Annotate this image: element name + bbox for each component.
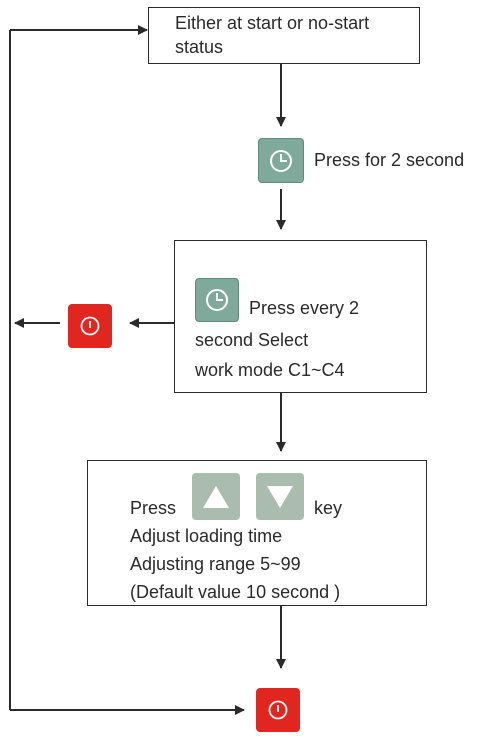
start-status-box: Either at start or no-start status [148,7,420,64]
adjust-key-label: key [314,498,343,518]
mode-line2: second Select [195,330,309,350]
adjust-line4: (Default value 10 second ) [130,582,341,602]
adjust-press-label: Press [130,498,177,518]
up-key[interactable] [192,473,240,520]
work-mode-box: Press every 2 second Select work mode C1… [174,240,427,393]
start-status-line1: Either at start or no-start [175,13,370,33]
power-key-bottom[interactable] [256,688,300,732]
mode-line3: work mode C1~C4 [195,360,345,380]
mode-timer-key[interactable] [195,278,239,322]
start-status-line2: status [175,37,224,57]
adjust-line3: Adjusting range 5~99 [130,554,301,574]
up-triangle-icon [203,485,229,508]
power-icon [268,700,288,720]
power-icon [80,316,100,336]
mode-line1: Press every 2 [249,298,360,318]
clock-icon [270,149,292,172]
adjust-time-box: Press key Adjust loading time Adjusting … [87,460,427,606]
timer-key[interactable] [258,138,304,183]
power-key-left[interactable] [68,304,112,348]
clock-icon [206,289,228,311]
down-key[interactable] [256,473,304,520]
adjust-line2: Adjust loading time [130,526,283,546]
down-triangle-icon [267,485,293,508]
timer-key-label: Press for 2 second [314,150,465,170]
